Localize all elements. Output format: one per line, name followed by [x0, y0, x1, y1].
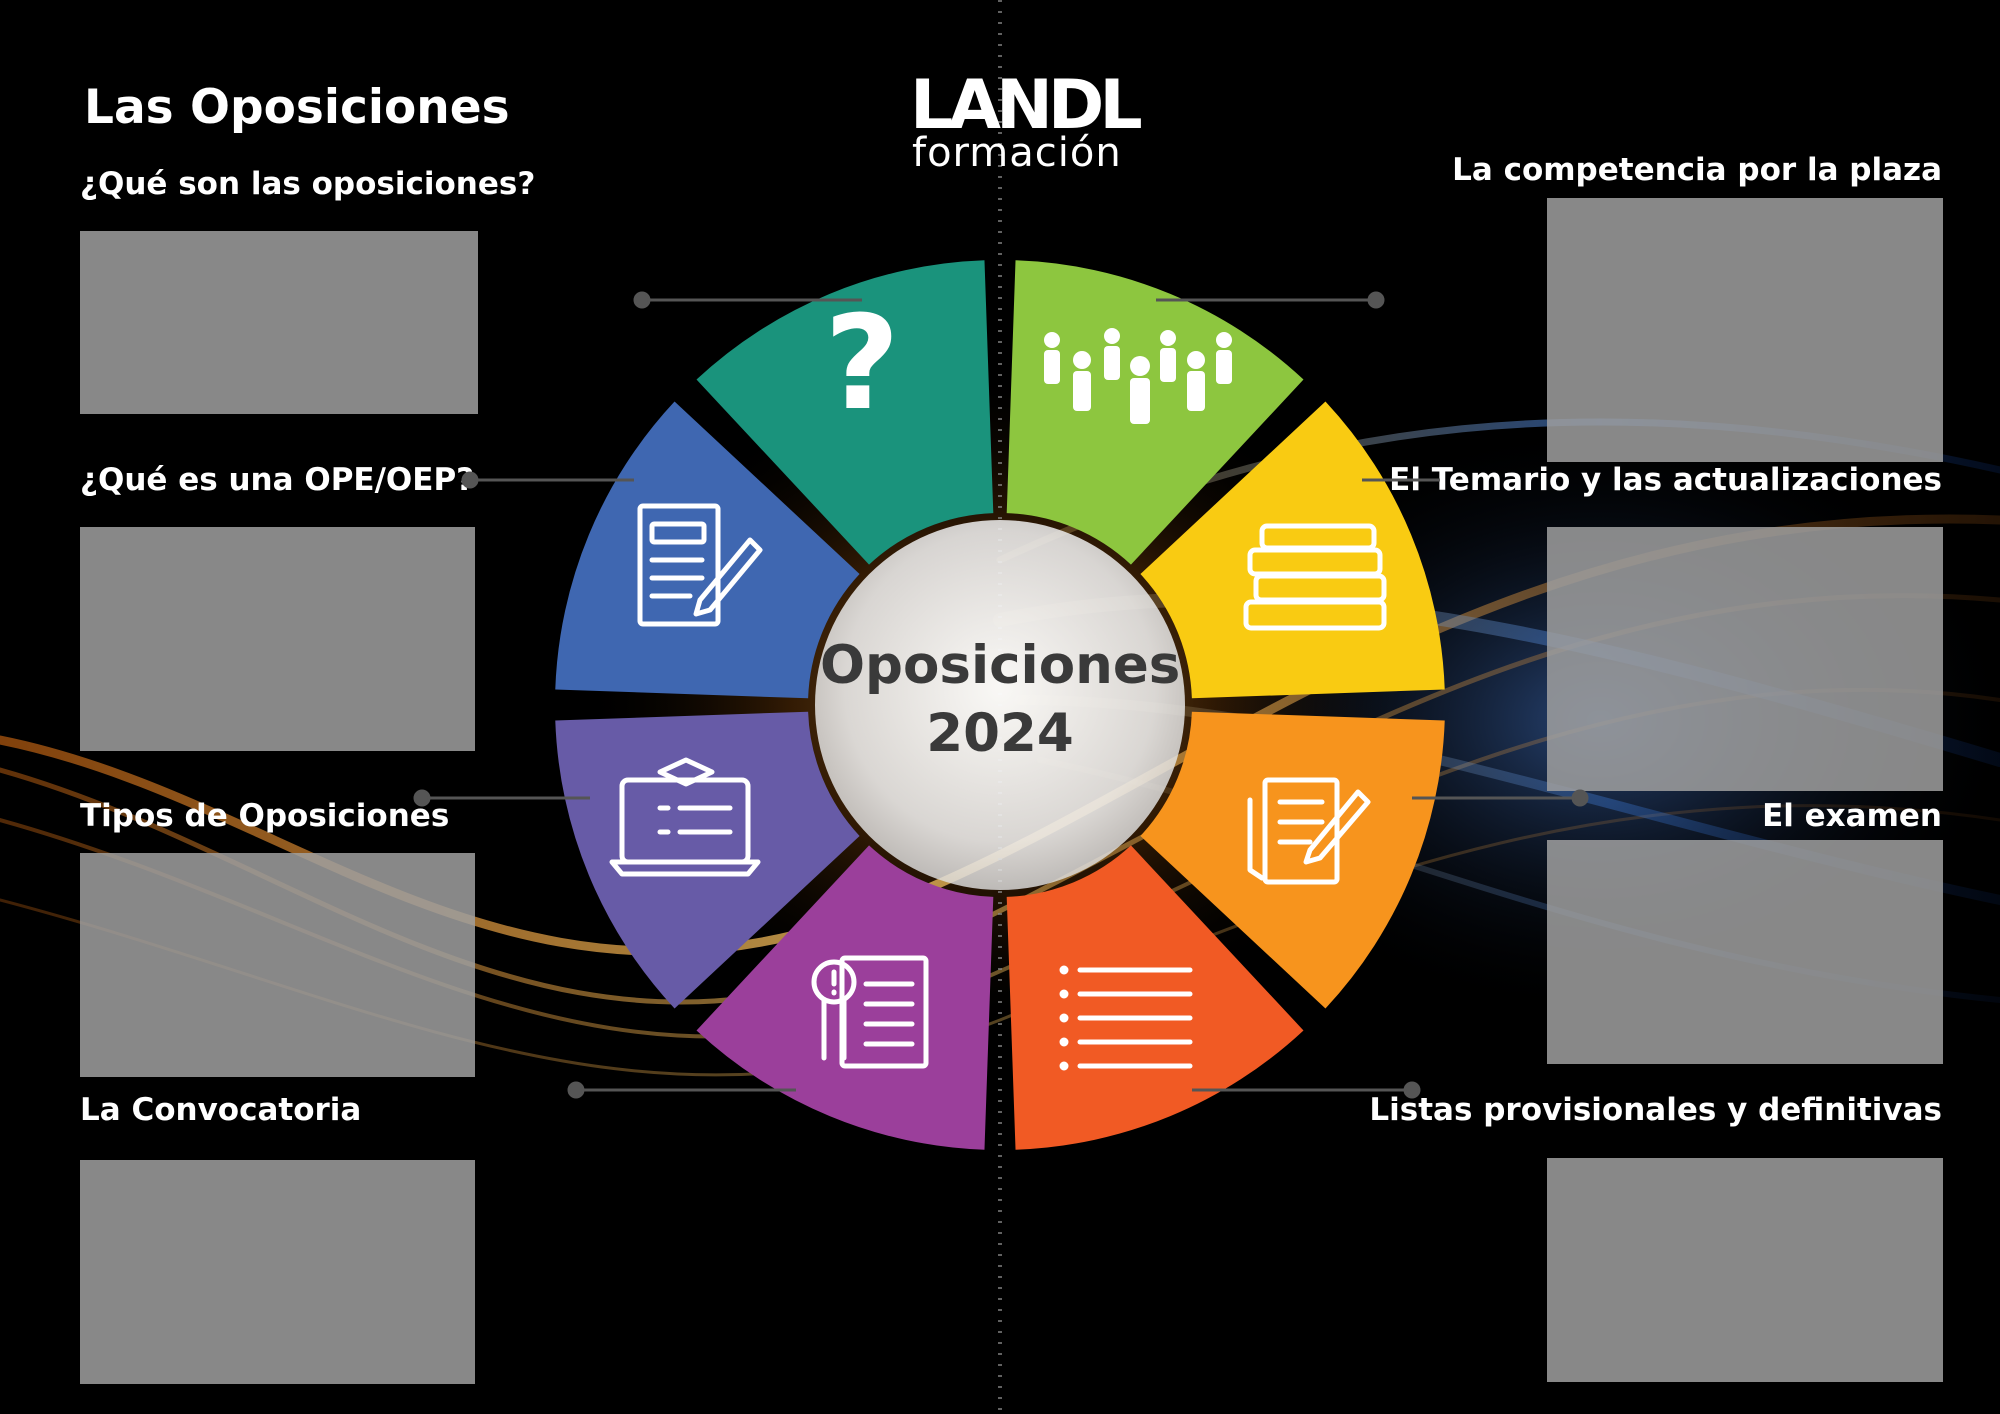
page-title: Las Oposiciones [84, 80, 510, 135]
online-course-icon [609, 757, 761, 877]
wheel-segment-exam-sheet [1006, 845, 1304, 1150]
content-box-examen [1547, 840, 1943, 1064]
heading-competencia: La competencia por la plaza [1452, 152, 1942, 188]
logo-sub: formación [912, 130, 1122, 176]
center-circle [815, 520, 1185, 890]
heading-tipos: Tipos de Oposiciones [80, 798, 450, 834]
svg-text:?: ? [824, 287, 899, 439]
content-box-convocatoria [80, 1160, 475, 1384]
connector-dot [461, 471, 479, 489]
content-box-temario [1547, 527, 1943, 791]
connector-dot [413, 789, 431, 807]
heading-ope-oep: ¿Qué es una OPE/OEP? [80, 462, 475, 498]
wheel-segment-online-course [555, 401, 860, 699]
books-icon [1243, 523, 1387, 631]
center-label-line1: Oposiciones [820, 635, 1181, 696]
wheel-segment-contract [696, 260, 994, 565]
content-box-que-son [80, 231, 478, 414]
content-box-ope-oep [80, 527, 475, 751]
heading-convocatoria: La Convocatoria [80, 1092, 362, 1128]
document-alert-icon [811, 955, 929, 1069]
logo-brand: LANDL [910, 66, 1143, 145]
crowd-icon [1044, 328, 1232, 424]
exam-sheet-icon [1247, 777, 1371, 885]
content-box-competencia [1547, 198, 1943, 462]
connector-dot [1403, 1081, 1421, 1099]
connector-dot [567, 1081, 585, 1099]
center-label-line2: 2024 [926, 703, 1074, 764]
heading-examen: El examen [1762, 798, 1942, 834]
heading-listas: Listas provisionales y definitivas [1369, 1092, 1942, 1128]
content-box-listas [1547, 1158, 1943, 1382]
connector-dot [633, 291, 651, 309]
wheel-segment-books [1140, 711, 1445, 1009]
checklist-icon [1059, 965, 1193, 1071]
connector-dot [1367, 291, 1385, 309]
heading-temario: El Temario y las actualizaciones [1389, 462, 1942, 498]
contract-icon [637, 503, 763, 627]
center-label: Oposiciones 2024 [820, 632, 1180, 768]
connector-dot [1571, 789, 1589, 807]
heading-que-son: ¿Qué son las oposiciones? [80, 166, 536, 202]
question-mark-icon: ? [824, 287, 899, 439]
content-box-tipos [80, 853, 475, 1077]
